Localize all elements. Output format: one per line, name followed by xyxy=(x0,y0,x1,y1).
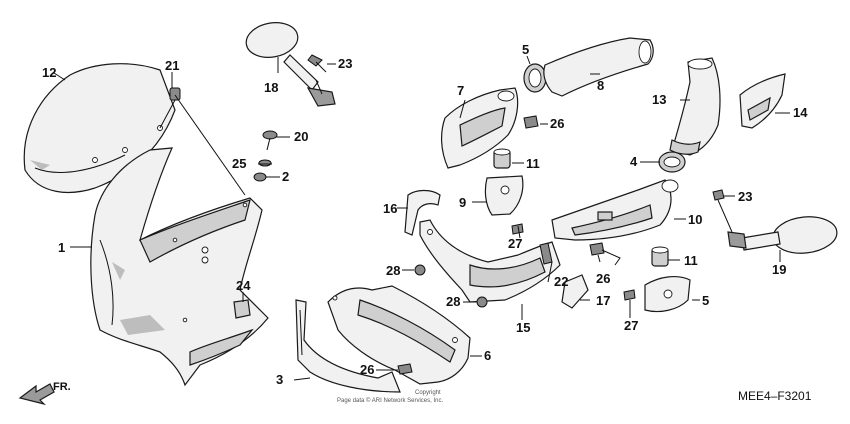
callout-13: 13 xyxy=(652,92,666,107)
callout-27-center: 27 xyxy=(508,236,522,251)
callout-28-upper: 28 xyxy=(386,263,400,278)
leader-lines xyxy=(53,55,790,381)
duct-cover-part[interactable] xyxy=(739,73,786,129)
mirror-bolt-upper-part[interactable] xyxy=(307,54,327,73)
callout-17: 17 xyxy=(596,293,610,308)
callout-6: 6 xyxy=(484,348,491,363)
callout-26-right: 26 xyxy=(596,271,610,286)
air-intake-tube-left-part[interactable] xyxy=(543,37,654,97)
right-mirror-part[interactable] xyxy=(727,214,839,256)
callout-11-lower: 11 xyxy=(684,253,698,268)
callout-5-upper: 5 xyxy=(522,42,529,57)
callout-26-upper: 26 xyxy=(550,116,564,131)
air-intake-tube-right-part[interactable] xyxy=(669,57,721,156)
upper-cowl-part[interactable] xyxy=(90,147,269,387)
cowl-stay-part[interactable] xyxy=(419,219,561,303)
callout-10: 5 xyxy=(702,293,709,308)
callout-22: 22 xyxy=(554,274,568,289)
stay-part[interactable] xyxy=(404,189,441,236)
callout-28-lower: 28 xyxy=(446,294,460,309)
nut-upper-part[interactable] xyxy=(414,264,426,276)
well-nut-part[interactable] xyxy=(253,172,267,182)
callout-27-right: 27 xyxy=(624,318,638,333)
screw-part[interactable] xyxy=(262,130,278,151)
callout-7: 7 xyxy=(457,83,464,98)
callout-12: 10 xyxy=(688,212,702,227)
callout-15: 15 xyxy=(516,320,530,335)
callout-20: 20 xyxy=(294,129,308,144)
left-mirror-part[interactable] xyxy=(243,19,336,107)
duct-seal-upper-part[interactable] xyxy=(523,63,547,93)
callout-18: 18 xyxy=(264,80,278,95)
callout-21: 21 xyxy=(165,58,179,73)
right-duct-bracket-part[interactable] xyxy=(644,275,691,313)
callout-labels: 12 21 1 18 23 20 25 2 24 3 6 26 7 5 8 26… xyxy=(42,42,808,387)
lower-cowl-part[interactable] xyxy=(327,285,471,385)
clip-right-part[interactable] xyxy=(623,289,636,301)
callout-3: 3 xyxy=(276,372,283,387)
clip-part[interactable] xyxy=(233,299,251,319)
mirror-bolt-lower-part[interactable] xyxy=(712,189,733,233)
washer-part[interactable] xyxy=(258,159,272,167)
callout-19: 19 xyxy=(772,262,786,277)
callout-5-lower: 4 xyxy=(630,154,638,169)
callout-8: 8 xyxy=(597,78,604,93)
callout-11-upper: 11 xyxy=(526,156,540,171)
callout-16: 16 xyxy=(383,201,397,216)
front-label: FR. xyxy=(53,381,71,393)
callout-9: 9 xyxy=(459,195,466,210)
callout-23-upper: 23 xyxy=(338,56,352,71)
callout-1: 1 xyxy=(58,240,65,255)
small-stay-part[interactable] xyxy=(561,274,589,309)
copyright-line-1: Copyright xyxy=(415,390,441,396)
clip-center-part[interactable] xyxy=(511,223,524,235)
left-air-duct-part[interactable] xyxy=(441,87,519,169)
callout-24: 24 xyxy=(236,278,251,293)
callout-2: 2 xyxy=(282,169,289,184)
grommet-right-part[interactable] xyxy=(589,242,605,256)
left-duct-bracket-part[interactable] xyxy=(484,175,524,216)
callout-14: 14 xyxy=(793,105,808,120)
side-trim-part[interactable] xyxy=(295,299,401,393)
duct-seal-lower-part[interactable] xyxy=(658,151,686,173)
diagram-code: MEE4–F3201 xyxy=(738,389,812,403)
callout-26-lower: 26 xyxy=(360,362,374,377)
collar-lower-part[interactable] xyxy=(651,246,669,267)
front-arrow-icon xyxy=(18,383,55,406)
rubber-mount-part[interactable] xyxy=(169,87,181,101)
grommet-lower-part[interactable] xyxy=(397,363,413,375)
grommet-upper-part[interactable] xyxy=(523,115,539,129)
callout-4: 12 xyxy=(42,65,56,80)
copyright-notice: Copyright Page data © ARI Network Servic… xyxy=(337,390,443,404)
callout-23-lower: 23 xyxy=(738,189,752,204)
right-air-duct-part[interactable] xyxy=(551,179,679,241)
callout-25: 25 xyxy=(232,156,246,171)
front-direction-indicator: FR. xyxy=(18,381,71,406)
collar-upper-part[interactable] xyxy=(493,148,511,169)
nut-lower-part[interactable] xyxy=(476,296,488,308)
copyright-line-2: Page data © ARI Network Services, Inc. xyxy=(337,397,443,404)
